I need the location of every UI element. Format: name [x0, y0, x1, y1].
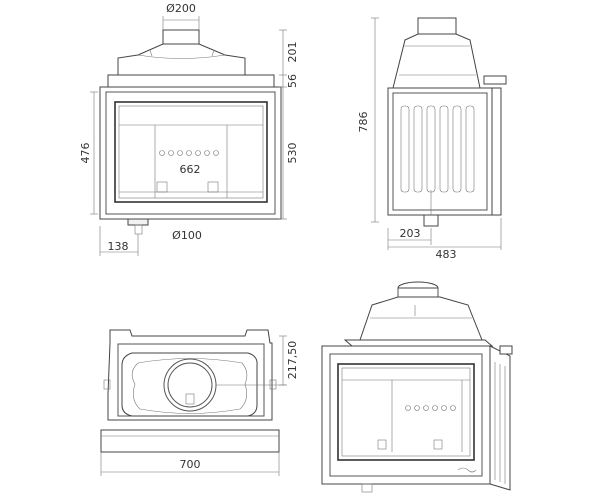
side-view — [387, 17, 507, 227]
dim-total-height: 786 — [357, 112, 370, 133]
dim-opening-width: 662 — [180, 163, 201, 176]
dim-side-depth: 483 — [436, 248, 457, 261]
dim-total-width: 700 — [180, 458, 201, 471]
dim-bottom-diameter: Ø100 — [172, 229, 202, 242]
front-view — [99, 29, 282, 235]
perspective-view — [321, 281, 513, 493]
top-view-dimensions: 217,50 700 — [100, 335, 299, 476]
dim-side-offset: 203 — [400, 227, 421, 240]
air-holes — [159, 150, 219, 156]
dim-band: 56 — [286, 74, 299, 88]
dim-bottom-offset: 138 — [108, 240, 129, 253]
dim-body: 530 — [286, 143, 299, 164]
top-view — [100, 329, 280, 453]
dim-opening-height: 476 — [79, 143, 92, 164]
cooling-fins — [400, 105, 475, 193]
front-view-dimensions: Ø200 201 56 530 476 662 Ø100 138 — [79, 2, 299, 256]
dim-top-offset: 217,50 — [286, 341, 299, 380]
side-view-dimensions: 786 203 483 — [357, 17, 502, 261]
perspective-air-holes — [405, 405, 456, 411]
dim-flue-diameter: Ø200 — [166, 2, 196, 15]
dim-top-section: 201 — [286, 42, 299, 63]
